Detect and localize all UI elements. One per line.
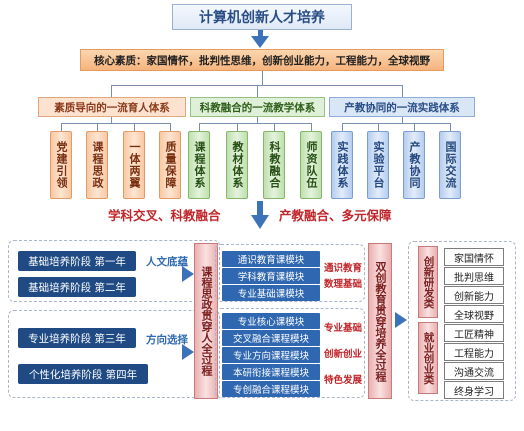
outcome-craftsmanship: 工匠精神 (444, 324, 504, 342)
outcome-communication: 沟通交流 (444, 362, 504, 380)
sys3-connector (402, 117, 403, 123)
outcome-global-vision: 全球视野 (444, 305, 504, 323)
module-undergrad-grad: 本研衔接课程模块 (222, 364, 320, 380)
banner-down-arrow (251, 215, 269, 229)
flow-label-direction: 方向选择 (146, 334, 188, 346)
pill-drop (378, 123, 379, 131)
item-quality-assurance: 质量保障 (159, 131, 181, 199)
item-science-education: 科教融合 (263, 131, 285, 199)
edu-label-characteristic: 特色发展 (324, 375, 363, 386)
pill-drop (61, 123, 62, 131)
dual-innovation-bar: 双创教育贯穿培养全过程 (368, 243, 392, 399)
pill-drop (414, 123, 415, 131)
module-cross-fusion: 交叉融合课程模块 (222, 330, 320, 346)
bracket-drop-2 (257, 85, 258, 97)
item-textbook-system: 教材体系 (226, 131, 248, 199)
edu-label-general: 通识教育 (324, 263, 363, 274)
flow-arrow-basic (182, 266, 194, 282)
outcomes-frame (408, 241, 516, 401)
pill-drop (274, 123, 275, 131)
course-ideology-bar: 课程思政贯穿人全过程 (194, 243, 218, 399)
pill-drop (311, 123, 312, 131)
outcome-patriotism: 家国情怀 (444, 248, 504, 266)
modules-frame-top (215, 244, 365, 302)
module-general: 通识教育课模块 (222, 251, 320, 267)
bracket-drop-1 (111, 85, 112, 97)
edu-label-innovation: 创新创业 (324, 349, 363, 360)
core-qualities-box: 核心素质：家国情怀，批判性思维，创新创业能力，工程能力，全球视野 (80, 49, 444, 71)
stage-year-1: 基础培养阶段 第一年 (18, 251, 136, 271)
outcome-group-employment: 就业创业类 (418, 322, 438, 394)
outcome-group-research: 创新研发类 (418, 246, 438, 318)
system-science-education: 科教融合的一流教学体系 (190, 97, 325, 117)
system-industry-practice: 产教协同的一流实践体系 (329, 97, 475, 117)
item-practice-system: 实践体系 (331, 131, 353, 199)
item-course-ideology: 课程思政 (86, 131, 108, 199)
title-down-arrow (251, 36, 269, 48)
item-faculty: 师资队伍 (300, 131, 322, 199)
flow-arrow-professional (182, 344, 194, 360)
stage-year-3: 专业培养阶段 第三年 (18, 328, 136, 348)
pill-drop (97, 123, 98, 131)
module-major-direction: 专业方向课程模块 (222, 347, 320, 363)
stage-year-2: 基础培养阶段 第二年 (18, 277, 136, 297)
module-discipline: 学科教育课模块 (222, 268, 320, 284)
diagram-title: 计算机创新人才培养 (172, 4, 352, 30)
item-party-building: 党建引领 (50, 131, 72, 199)
outcome-arrow (395, 312, 407, 328)
outcome-engineering: 工程能力 (444, 343, 504, 361)
sys2-bracket (199, 123, 311, 124)
banner-left-text: 学科交叉、科教融合 (108, 208, 221, 223)
stage-year-4: 个性化培养阶段 第四年 (18, 364, 148, 384)
system-quality-oriented: 素质导向的一流育人体系 (38, 97, 186, 117)
item-lab-platform: 实验平台 (367, 131, 389, 199)
outcome-critical-thinking: 批判思维 (444, 267, 504, 285)
pill-drop (237, 123, 238, 131)
module-innovation-fusion: 专创融合课程模块 (222, 381, 320, 397)
outcome-innovation: 创新能力 (444, 286, 504, 304)
banner-right-text: 产教融合、多元保障 (279, 208, 392, 223)
core-connector (262, 71, 263, 85)
pill-drop (342, 123, 343, 131)
edu-label-math: 数理基础 (324, 279, 363, 290)
pill-drop (170, 123, 171, 131)
item-one-body-two-wings: 一体两翼 (123, 131, 145, 199)
module-major-core: 专业核心课模块 (222, 313, 320, 329)
pill-drop (450, 123, 451, 131)
flow-label-humanities: 人文底蕴 (146, 256, 188, 268)
pill-drop (199, 123, 200, 131)
item-intl-exchange: 国际交流 (439, 131, 461, 199)
outcome-lifelong-learning: 终身学习 (444, 381, 504, 399)
edu-label-major-basic: 专业基础 (324, 323, 363, 334)
banner-arrow-stem (257, 201, 263, 217)
stage-frame-professional (8, 310, 220, 398)
sys1-connector (111, 117, 112, 123)
title-arrow-stem (258, 30, 263, 38)
sys3-bracket (342, 123, 450, 124)
pill-drop (134, 123, 135, 131)
sys1-bracket (61, 123, 170, 124)
module-major-basic: 专业基础课模块 (222, 285, 320, 301)
item-industry-collab: 产教协同 (403, 131, 425, 199)
stage-frame-basic (8, 240, 220, 302)
sys2-connector (257, 117, 258, 123)
bracket-drop-3 (402, 85, 403, 97)
item-course-system: 课程体系 (188, 131, 210, 199)
modules-frame-bottom (215, 308, 365, 398)
